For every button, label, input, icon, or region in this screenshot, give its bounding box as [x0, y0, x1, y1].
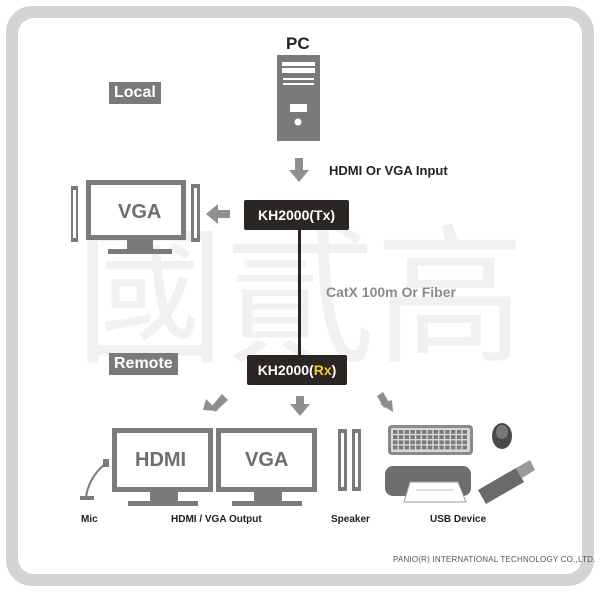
keyboard-key: [427, 445, 433, 450]
keyboard-key: [427, 430, 433, 434]
keyboard-key: [398, 445, 404, 450]
keyboard-key: [404, 435, 409, 439]
keyboard-key: [462, 440, 467, 445]
keyboard-key: [422, 430, 427, 434]
keyboard-key: [451, 440, 456, 445]
output-caption: HDMI / VGA Output: [171, 514, 262, 525]
keyboard-key: [462, 435, 467, 439]
keyboard-key: [451, 445, 456, 450]
hdmi-screen-label: HDMI: [135, 449, 187, 471]
keyboard-key: [433, 440, 438, 445]
keyboard-key: [433, 430, 438, 434]
arrow-down-icon: [289, 158, 309, 182]
keyboard-key: [456, 440, 462, 445]
local-vga-screen-label: VGA: [118, 201, 162, 223]
rx-highlight: Rx: [313, 362, 332, 378]
keyboard-key: [439, 445, 444, 450]
keyboard-key: [410, 435, 415, 439]
scanner-icon: [385, 466, 471, 503]
keyboard-key: [398, 430, 404, 434]
speaker-caption: Speaker: [331, 514, 370, 525]
usb-drive-icon: [478, 460, 535, 504]
keyboard-key: [433, 445, 438, 450]
keyboard-key: [416, 445, 421, 450]
brand-footer: PANIO(R) INTERNATIONAL TECHNOLOGY CO.,LT…: [393, 555, 596, 564]
keyboard-key: [393, 445, 398, 450]
keyboard-key: [404, 445, 409, 450]
keyboard-key: [456, 435, 462, 439]
keyboard-key: [398, 435, 404, 439]
keyboard-key: [422, 445, 427, 450]
keyboard-key: [404, 430, 409, 434]
keyboard-key: [398, 440, 404, 445]
pc-label: PC: [286, 34, 310, 53]
remote-vga-monitor-icon: [216, 428, 317, 506]
arrow-down-icon-remote: [290, 396, 310, 416]
keyboard-key: [427, 440, 433, 445]
keyboard-key: [410, 445, 415, 450]
keyboard-key: [445, 430, 450, 434]
link-label: CatX 100m Or Fiber: [326, 284, 456, 300]
keyboard-key: [451, 435, 456, 439]
usb-caption: USB Device: [430, 514, 487, 525]
keyboard-key: [393, 430, 398, 434]
keyboard-key: [456, 445, 462, 450]
keyboard-key: [445, 445, 450, 450]
arrow-down-left-icon: [203, 394, 228, 412]
keyboard-key: [445, 435, 450, 439]
arrow-down-right-icon: [377, 392, 393, 412]
mic-caption: Mic: [81, 514, 98, 525]
rx-suffix: ): [331, 362, 337, 378]
transmitter-box: KH2000(Tx): [244, 200, 349, 230]
keyboard-key: [439, 430, 444, 434]
keyboard-icon: [388, 425, 473, 455]
keyboard-key: [439, 440, 444, 445]
keyboard-key: [462, 445, 467, 450]
hdmi-monitor-icon: [112, 428, 213, 506]
keyboard-key: [451, 430, 456, 434]
receiver-box: KH2000(Rx): [247, 355, 347, 385]
input-label: HDMI Or VGA Input: [329, 163, 448, 178]
keyboard-key: [445, 440, 450, 445]
mouse-icon: [492, 423, 512, 449]
keyboard-key: [422, 440, 427, 445]
local-vga-monitor-icon: [71, 180, 200, 254]
mic-icon: [80, 459, 109, 500]
keyboard-key: [410, 440, 415, 445]
keyboard-key: [416, 435, 421, 439]
keyboard-key: [393, 435, 398, 439]
keyboard-key: [422, 435, 427, 439]
keyboard-key: [427, 435, 433, 439]
rx-prefix: KH2000(: [257, 362, 314, 378]
keyboard-key: [456, 430, 462, 434]
arrow-left-icon: [206, 204, 230, 224]
keyboard-key: [410, 430, 415, 434]
keyboard-key: [393, 440, 398, 445]
keyboard-key: [439, 435, 444, 439]
speaker-icon: [338, 429, 361, 491]
remote-vga-screen-label: VGA: [245, 449, 289, 471]
keyboard-key: [416, 430, 421, 434]
keyboard-key: [433, 435, 438, 439]
local-tag: Local: [109, 82, 161, 104]
keyboard-key: [416, 440, 421, 445]
keyboard-key: [462, 430, 467, 434]
pc-tower-icon: [277, 55, 320, 141]
remote-tag: Remote: [109, 353, 178, 375]
catx-link-line: [298, 230, 301, 355]
keyboard-key: [404, 440, 409, 445]
